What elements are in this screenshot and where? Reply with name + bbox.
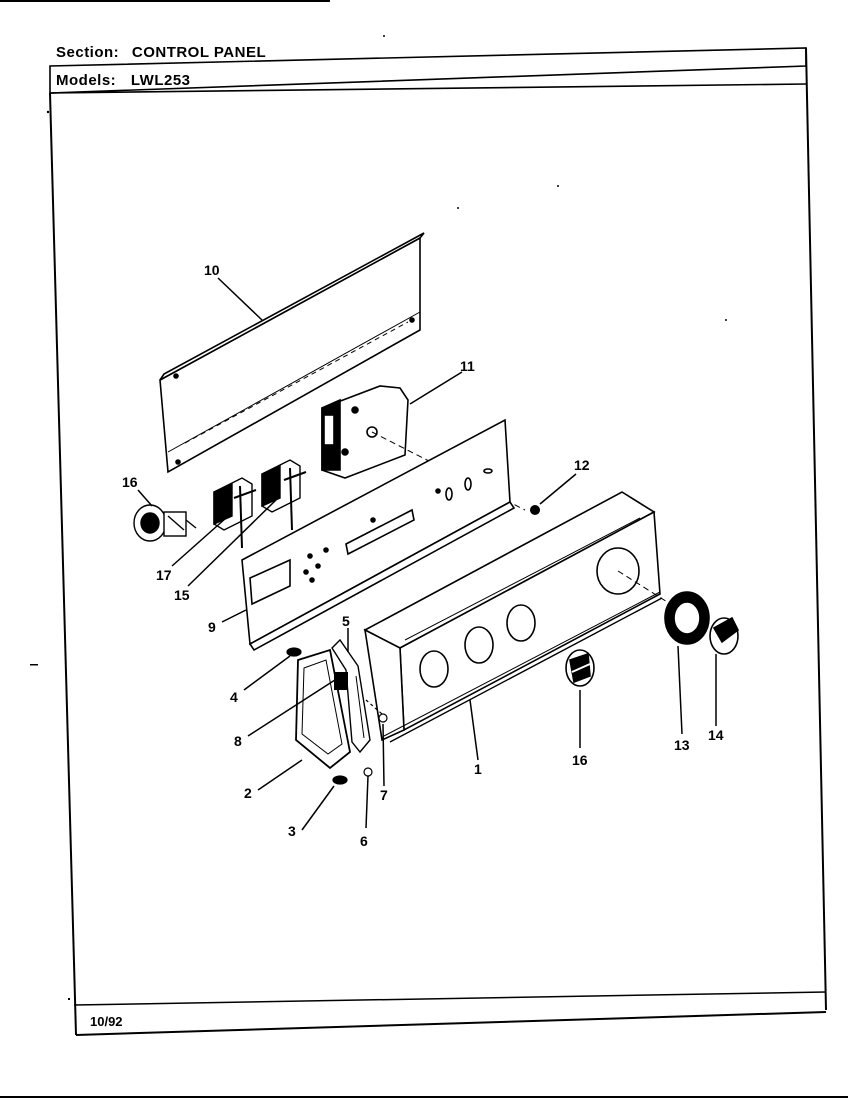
callout-16-right: 16 [572, 752, 588, 768]
callout-6: 6 [360, 833, 368, 849]
part-switch-17 [213, 477, 257, 549]
leader-lines [137, 277, 717, 831]
part-screw [530, 505, 540, 515]
part-back-panel [159, 232, 425, 474]
part-switch-15 [261, 459, 307, 531]
callout-2: 2 [244, 785, 252, 801]
section-value: CONTROL PANEL [131, 44, 267, 61]
callout-11: 11 [460, 358, 475, 374]
revision-date: 10/92 [90, 1014, 123, 1029]
part-pressure-switch [133, 504, 197, 542]
callout-labels: 10 11 12 16 17 15 9 5 4 8 2 7 3 6 1 16 1… [122, 262, 724, 849]
section-label: Section: [56, 44, 120, 61]
callout-12: 12 [574, 457, 590, 473]
callout-8: 8 [234, 733, 242, 749]
callout-14: 14 [708, 727, 724, 743]
part-bracket [295, 648, 351, 770]
part-dial-skirt [664, 591, 710, 645]
part-strip [331, 638, 371, 754]
part-timer [321, 385, 526, 511]
part-console-plate [241, 418, 516, 652]
part-console-body [363, 491, 681, 743]
callout-15: 15 [174, 587, 190, 603]
models-heading: Models: LWL253 [56, 72, 191, 89]
callout-17: 17 [156, 567, 172, 583]
part-fasteners [286, 647, 388, 785]
callout-5: 5 [342, 613, 350, 629]
part-timer-knob [709, 616, 740, 655]
part-selector-knob [565, 649, 595, 687]
models-label: Models: [56, 72, 117, 89]
callout-16-left: 16 [122, 474, 138, 490]
callout-1: 1 [474, 761, 482, 777]
scan-specks [0, 35, 848, 1098]
callout-13: 13 [674, 737, 690, 753]
callout-9: 9 [208, 619, 216, 635]
part-component-8 [334, 672, 348, 690]
callout-10: 10 [204, 262, 220, 278]
drawing-frame [49, 47, 827, 1036]
callout-7: 7 [380, 787, 388, 803]
callout-3: 3 [288, 823, 296, 839]
top-rule [0, 0, 330, 2]
section-heading: Section: CONTROL PANEL [56, 44, 266, 61]
models-value: LWL253 [130, 72, 191, 89]
callout-4: 4 [230, 689, 238, 705]
